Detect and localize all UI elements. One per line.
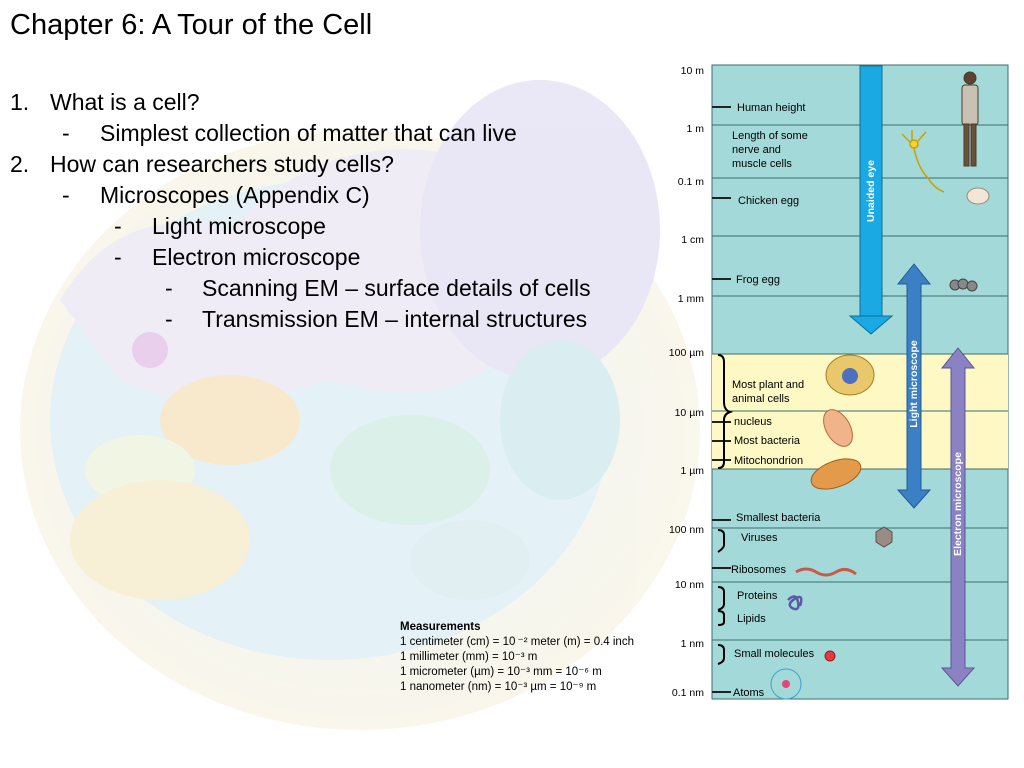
scale-label: 1 nm: [680, 638, 704, 650]
outline-text: What is a cell?: [50, 89, 200, 115]
measurements-box: Measurements 1 centimeter (cm) = 10 ⁻² m…: [400, 620, 634, 695]
brace-viruses: [717, 529, 725, 553]
outline-marker: -: [165, 275, 173, 301]
chicken-egg-icon: [966, 187, 990, 205]
human-figure-icon: [961, 71, 979, 167]
item-label: Viruses: [741, 532, 778, 544]
unaided-eye-label: Unaided eye: [865, 160, 877, 222]
item-label: Atoms: [733, 687, 765, 699]
brace-lipids: [717, 610, 725, 626]
measurement-line: 1 centimeter (cm) = 10 ⁻² meter (m) = 0.…: [400, 636, 634, 648]
plant-animal-cell-icon: [825, 354, 875, 396]
outline-text: Microscopes (Appendix C): [100, 182, 370, 208]
outline-text: How can researchers study cells?: [50, 151, 394, 177]
brace-proteins: [717, 586, 725, 611]
scale-label: 100 µm: [668, 347, 704, 359]
outline-marker: 1.: [10, 89, 30, 115]
outline-marker: -: [114, 244, 122, 270]
light-microscope-label: Light microscope: [908, 340, 920, 428]
ribosome-icon: [795, 567, 857, 577]
scale-label: 1 m: [686, 123, 704, 135]
item-label: nucleus: [734, 416, 772, 428]
bacteria-icon: [823, 409, 853, 447]
scale-label: 1 µm: [680, 465, 704, 477]
item-label: Human height: [737, 102, 806, 114]
item-label: Smallest bacteria: [736, 512, 821, 524]
brace-small-molecules: [717, 644, 725, 665]
scale-label: 100 nm: [668, 524, 704, 536]
scale-label: 10 m: [680, 65, 704, 77]
item-label: Most bacteria: [734, 435, 801, 447]
protein-icon: [787, 595, 803, 611]
outline-marker: -: [62, 120, 70, 146]
item-label: Small molecules: [734, 648, 815, 660]
outline-marker: -: [62, 182, 70, 208]
small-molecule-icon: [824, 650, 836, 662]
mitochondrion-icon: [810, 458, 862, 490]
item-label: Frog egg: [736, 274, 781, 286]
nerve-cell-icon: [901, 130, 945, 193]
outline-marker: 2.: [10, 151, 30, 177]
scale-label: 0.1 nm: [671, 687, 704, 699]
item-label: Chicken egg: [738, 195, 800, 207]
outline-text: Electron microscope: [152, 244, 361, 270]
measurement-line: 1 micrometer (µm) = 10⁻³ mm = 10⁻⁶ m: [400, 666, 602, 678]
brace-cells: [717, 354, 734, 469]
scale-label: 10 nm: [674, 579, 704, 591]
measurement-line: 1 millimeter (mm) = 10⁻³ m: [400, 651, 538, 663]
light-microscope-arrow: [896, 263, 932, 509]
measurement-line: 1 nanometer (nm) = 10⁻³ µm = 10⁻⁹ m: [400, 681, 597, 693]
scale-label: 1 mm: [677, 293, 704, 305]
virus-icon: [875, 526, 893, 548]
atom-icon: [770, 668, 802, 700]
outline-text: Transmission EM – internal structures: [202, 306, 588, 332]
electron-microscope-label: Electron microscope: [952, 452, 964, 556]
frog-egg-icon: [949, 278, 978, 292]
outline-text: Scanning EM – surface details of cells: [202, 275, 591, 301]
unaided-eye-arrow: [848, 65, 894, 335]
electron-microscope-arrow: [940, 347, 976, 687]
item-label: Ribosomes: [731, 564, 787, 576]
item-label: Lipids: [737, 613, 766, 625]
outline-marker: -: [165, 306, 173, 332]
outline-text: Light microscope: [152, 213, 326, 239]
outline-text: Simplest collection of matter that can l…: [100, 120, 517, 146]
scale-label: 10 µm: [674, 407, 704, 419]
slide-title: Chapter 6: A Tour of the Cell: [10, 9, 373, 41]
item-label: Proteins: [737, 590, 778, 602]
item-label: Mitochondrion: [734, 455, 804, 467]
scale-label: 1 cm: [681, 234, 704, 246]
scale-label: 0.1 m: [677, 176, 704, 188]
outline-marker: -: [114, 213, 122, 239]
measurements-heading: Measurements: [400, 621, 481, 633]
